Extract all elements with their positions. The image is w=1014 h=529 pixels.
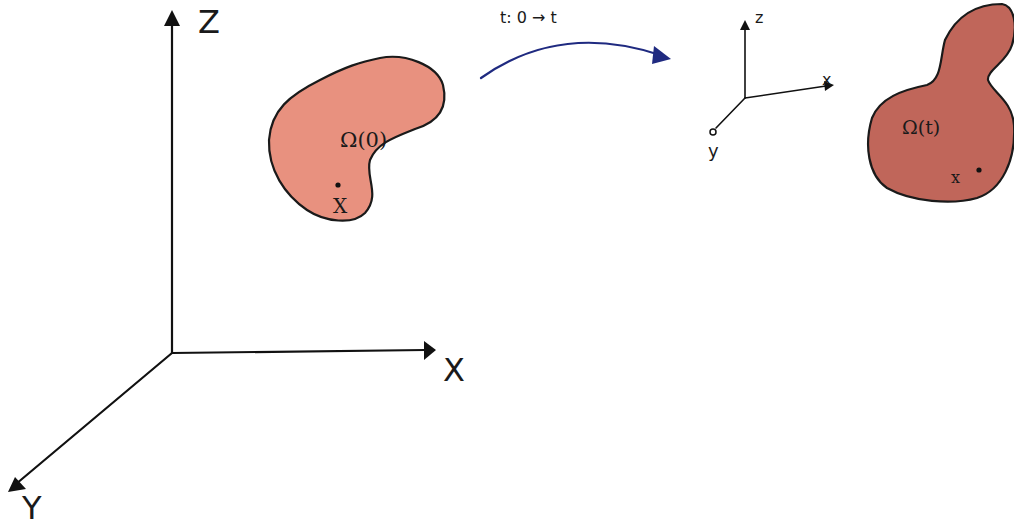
small-x-axis xyxy=(745,86,826,98)
mapping-label: t: 0 → t xyxy=(500,10,557,26)
x-axis xyxy=(172,350,425,353)
z-axis xyxy=(171,18,173,353)
y-axis xyxy=(16,353,172,484)
blob-shape xyxy=(269,57,444,221)
point-label: X xyxy=(333,196,347,216)
axis-label: X xyxy=(443,354,465,386)
region-blob: Ω(t) x xyxy=(862,0,1014,205)
region-blob: Ω(0) X xyxy=(265,55,447,223)
point-label: x xyxy=(951,170,960,186)
arrowhead xyxy=(740,20,750,30)
point-dot xyxy=(335,182,340,187)
axis-label: y xyxy=(708,142,719,160)
axis-label: Z xyxy=(198,6,220,38)
blob-outline xyxy=(862,0,1014,205)
region-name: Ω(0) xyxy=(340,130,387,151)
axis-label: z xyxy=(755,10,763,26)
mapping-arrow xyxy=(481,43,660,78)
axis-label: Y xyxy=(22,492,42,524)
arrowhead xyxy=(424,341,436,360)
region-name: Ω(t) xyxy=(902,118,940,137)
arrowhead xyxy=(652,46,671,64)
arrowhead xyxy=(8,477,26,492)
axis-label: x xyxy=(822,72,831,88)
point-dot xyxy=(976,167,981,172)
small-z-axis xyxy=(744,28,746,98)
small-y-axis xyxy=(716,98,745,128)
arrowhead xyxy=(710,129,716,135)
arrowhead xyxy=(164,10,180,26)
blob-shape xyxy=(868,4,1014,202)
